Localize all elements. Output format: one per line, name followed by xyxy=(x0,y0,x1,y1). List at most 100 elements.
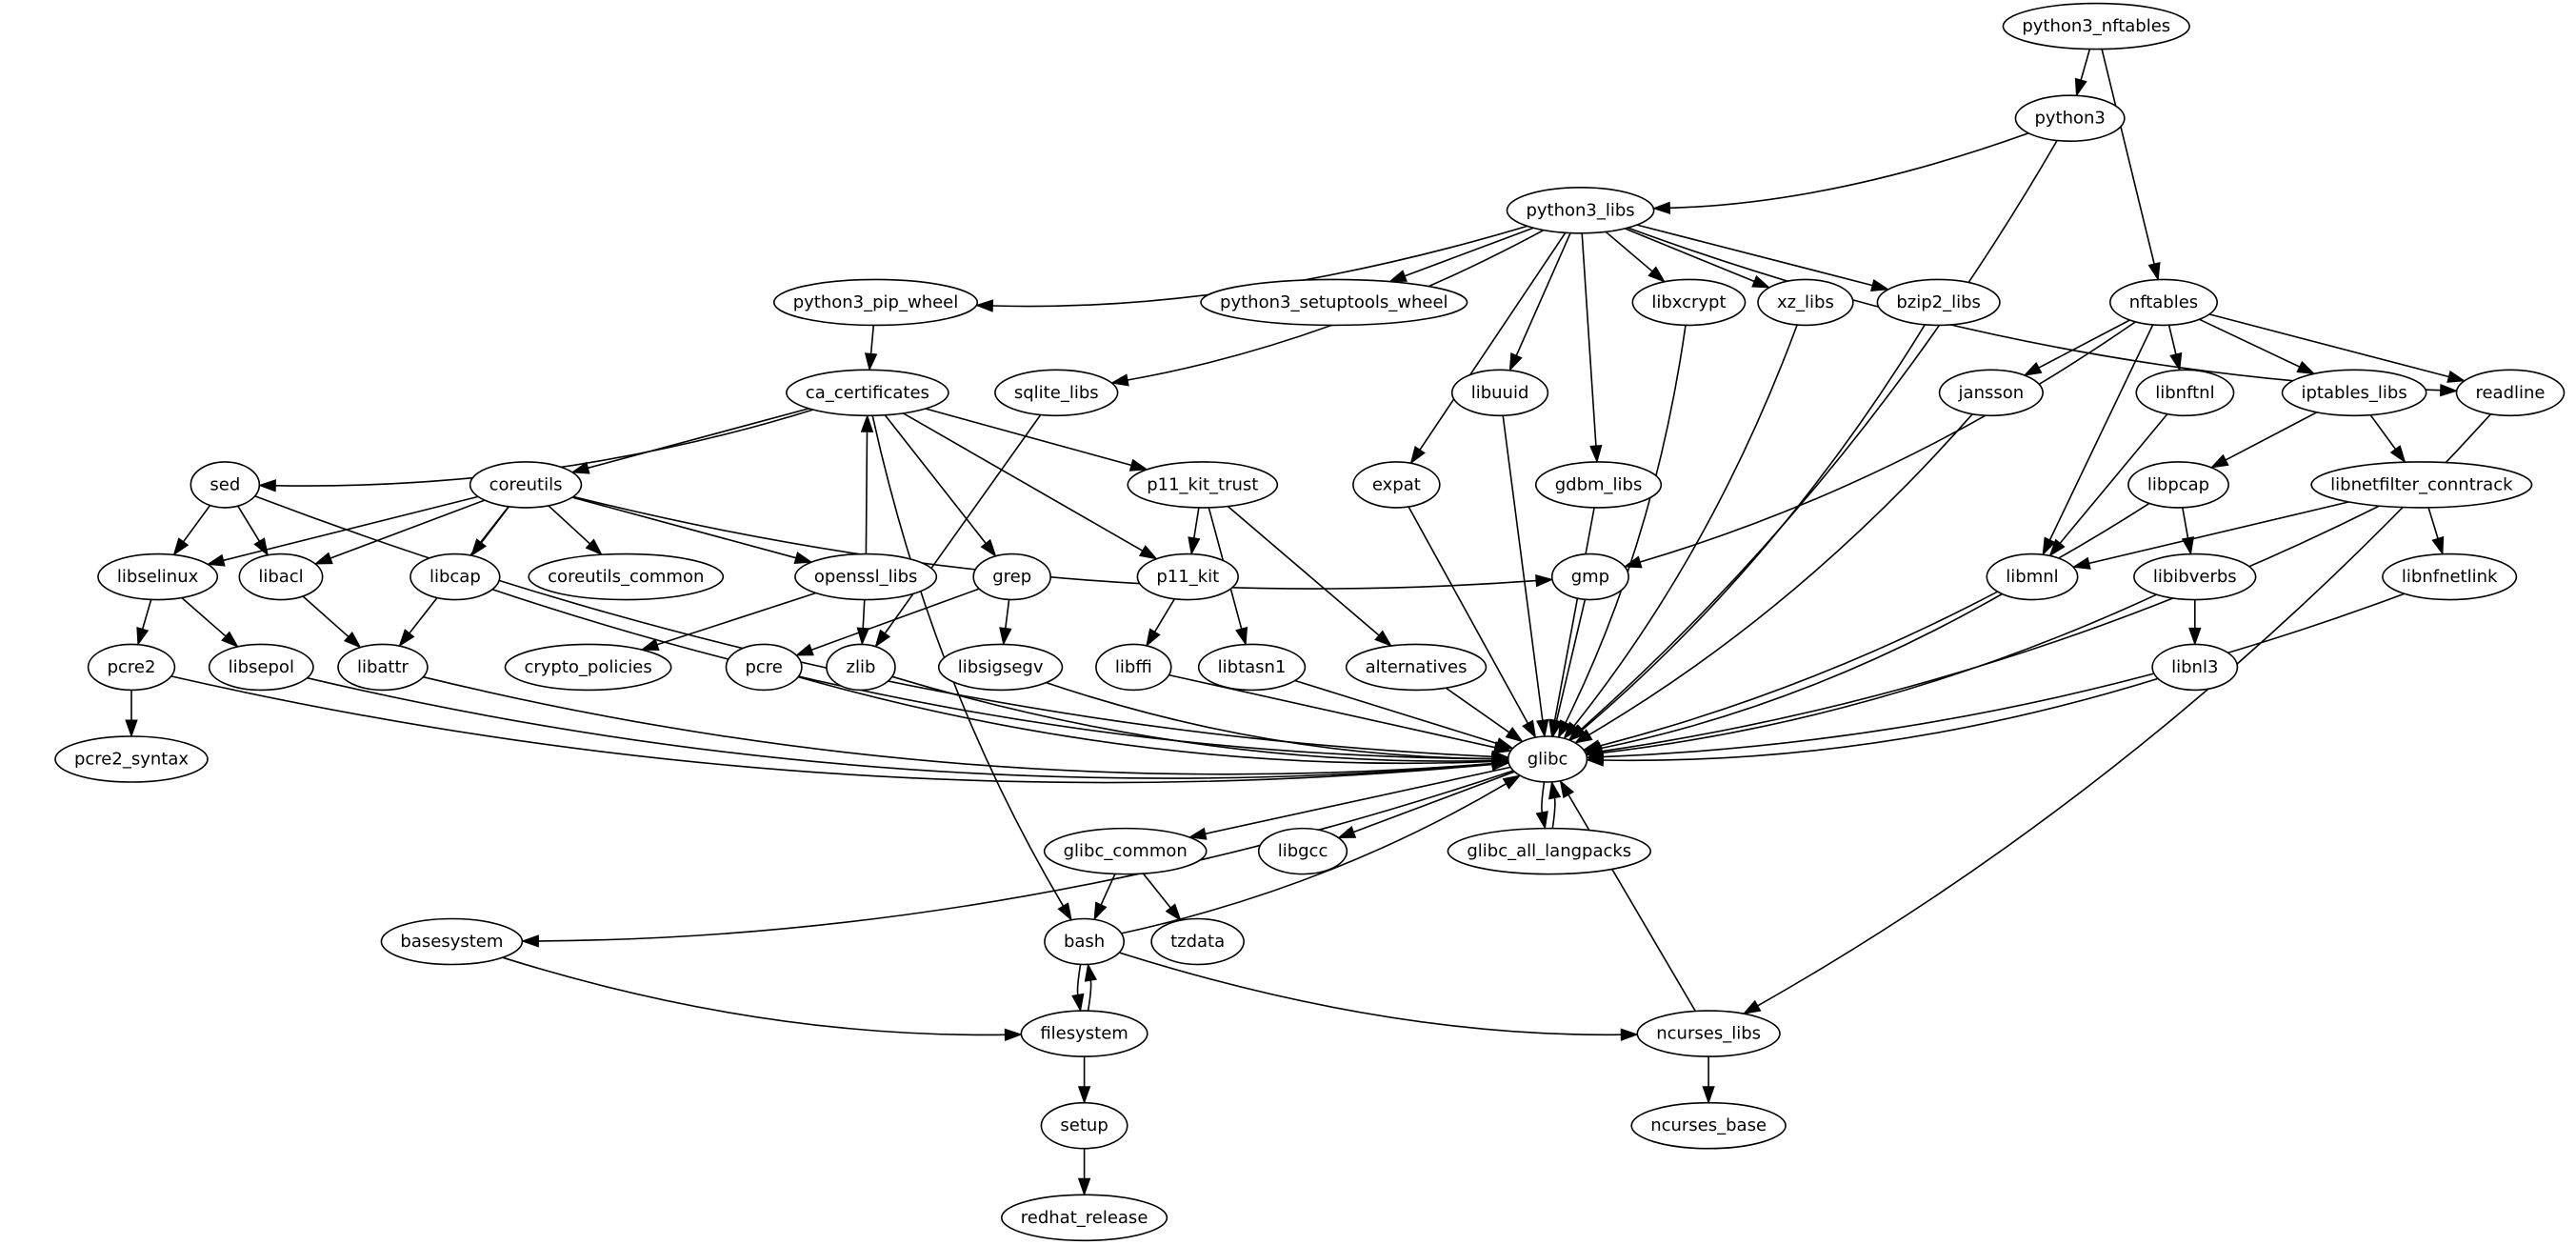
arrowhead-icon xyxy=(1109,373,1129,387)
node-ellipse xyxy=(1631,278,1747,327)
node-libtasn1: libtasn1 xyxy=(1197,643,1307,692)
edge-line xyxy=(1601,505,2380,753)
node-ellipse xyxy=(337,643,429,692)
edge-line xyxy=(1573,324,1798,727)
node-libcap: libcap xyxy=(409,552,501,601)
node-label: pcre xyxy=(745,657,782,677)
arrowhead-icon xyxy=(206,553,226,567)
node-nftables: nftables xyxy=(2108,278,2218,327)
node-setup: setup xyxy=(1040,1101,1128,1150)
arrowhead-icon xyxy=(2048,538,2066,557)
node-ellipse xyxy=(1986,552,2079,601)
edge-line xyxy=(810,588,980,651)
node-crypto-policies: crypto_policies xyxy=(504,643,672,692)
node-label: sed xyxy=(210,474,240,494)
edge-nftables-to-libnftnl xyxy=(2167,325,2183,371)
arrowhead-icon xyxy=(1188,827,1208,840)
edge-line xyxy=(1555,599,1587,721)
edge-libsigsegv-to-glibc xyxy=(1046,681,1510,766)
node-label: crypto_policies xyxy=(524,657,651,677)
arrowhead-icon xyxy=(2439,383,2459,397)
edge-line xyxy=(1551,797,1556,829)
edge-bash-to-glibc xyxy=(1121,774,1522,934)
arrowhead-icon xyxy=(1651,201,1671,214)
node-label: iptables_libs xyxy=(2302,383,2407,403)
edge-line xyxy=(423,675,1493,775)
edge-ncurses-libs-to-glibc xyxy=(1559,779,1696,1012)
node-ellipse xyxy=(937,643,1064,692)
edge-bash-to-filesystem xyxy=(1071,964,1085,1013)
node-ellipse xyxy=(1136,552,1239,601)
edge-libibverbs-to-glibc xyxy=(1585,593,2157,759)
edge-line xyxy=(1603,592,2406,758)
arrowhead-icon xyxy=(1559,779,1575,799)
nodes-layer: python3_nftablespython3python3_libspytho… xyxy=(54,2,2566,1242)
node-libxcrypt: libxcrypt xyxy=(1631,278,1747,327)
node-ellipse xyxy=(1938,369,2044,417)
edge-line xyxy=(1193,507,1200,538)
node-ellipse xyxy=(2310,461,2533,509)
arrowhead-icon xyxy=(1620,1028,1639,1041)
edge-line xyxy=(1588,413,1973,735)
edge-openssl-libs-to-ca-certificates xyxy=(860,413,874,554)
edge-line xyxy=(1404,227,1534,277)
node-ellipse xyxy=(1257,827,1348,875)
edge-line xyxy=(1100,874,1116,906)
node-ellipse xyxy=(2133,552,2257,601)
arrowhead-icon xyxy=(1188,536,1201,556)
edge-line xyxy=(2427,507,2439,539)
edge-python3-libs-to-bzip2-libs xyxy=(1636,224,1890,291)
node-xz-libs: xz_libs xyxy=(1757,278,1854,327)
edge-line xyxy=(1568,793,1696,1012)
node-glibc: glibc xyxy=(1507,735,1588,783)
node-label: libibverbs xyxy=(2153,567,2237,587)
edge-iptables-libs-to-libnetfilter-conntrack xyxy=(2369,414,2406,464)
node-ellipse xyxy=(2455,369,2566,417)
edge-python3-pip-wheel-to-ca-certificates xyxy=(864,325,878,371)
edge-line xyxy=(1046,681,1492,760)
edge-line xyxy=(1541,781,1546,813)
arrowhead-icon xyxy=(1870,278,1890,291)
arrowhead-icon xyxy=(980,538,997,557)
node-ellipse xyxy=(1127,461,1279,509)
edge-line xyxy=(1602,593,2157,754)
node-label: libcap xyxy=(429,567,481,587)
edge-line xyxy=(571,496,797,559)
edge-line xyxy=(903,412,1144,552)
node-ellipse xyxy=(1534,461,1663,509)
edge-glibc-common-to-tzdata xyxy=(1142,873,1182,922)
arrowhead-icon xyxy=(1548,780,1562,800)
node-python3-nftables: python3_nftables xyxy=(2002,2,2190,50)
node-ellipse xyxy=(2014,94,2126,143)
node-sqlite-libs: sqlite_libs xyxy=(994,369,1119,417)
node-libibverbs: libibverbs xyxy=(2133,552,2257,601)
node-p11-kit-trust: p11_kit_trust xyxy=(1127,461,1279,509)
node-label: python3_pip_wheel xyxy=(793,292,959,312)
node-ellipse xyxy=(1450,369,1549,417)
arrowhead-icon xyxy=(1077,1177,1091,1196)
edge-line xyxy=(865,432,869,554)
edge-sed-to-libacl xyxy=(237,505,269,557)
node-zlib: zlib xyxy=(826,643,896,692)
arrowhead-icon xyxy=(2042,536,2056,556)
node-ellipse xyxy=(1197,643,1307,692)
edge-gmp-to-glibc xyxy=(1550,599,1587,738)
arrowhead-icon xyxy=(1138,545,1158,560)
edge-line xyxy=(170,675,1493,784)
edge-line xyxy=(2088,501,2349,565)
node-ellipse xyxy=(785,369,949,417)
arrowhead-icon xyxy=(2071,556,2091,570)
node-label: jansson xyxy=(1958,383,2025,403)
edge-line xyxy=(1153,598,1176,633)
node-libnfnetlink: libnfnetlink xyxy=(2382,552,2518,601)
node-label: expat xyxy=(1372,474,1421,494)
arrowhead-icon xyxy=(1647,266,1667,283)
edge-line xyxy=(141,599,152,630)
node-label: libnftnl xyxy=(2155,383,2214,403)
node-libattr: libattr xyxy=(337,643,429,692)
edge-libnetfilter-conntrack-to-libnfnetlink xyxy=(2427,507,2445,556)
edge-bash-to-ncurses-libs xyxy=(1118,952,1639,1041)
arrowhead-icon xyxy=(640,638,660,652)
edge-xz-libs-to-glibc xyxy=(1563,324,1798,740)
